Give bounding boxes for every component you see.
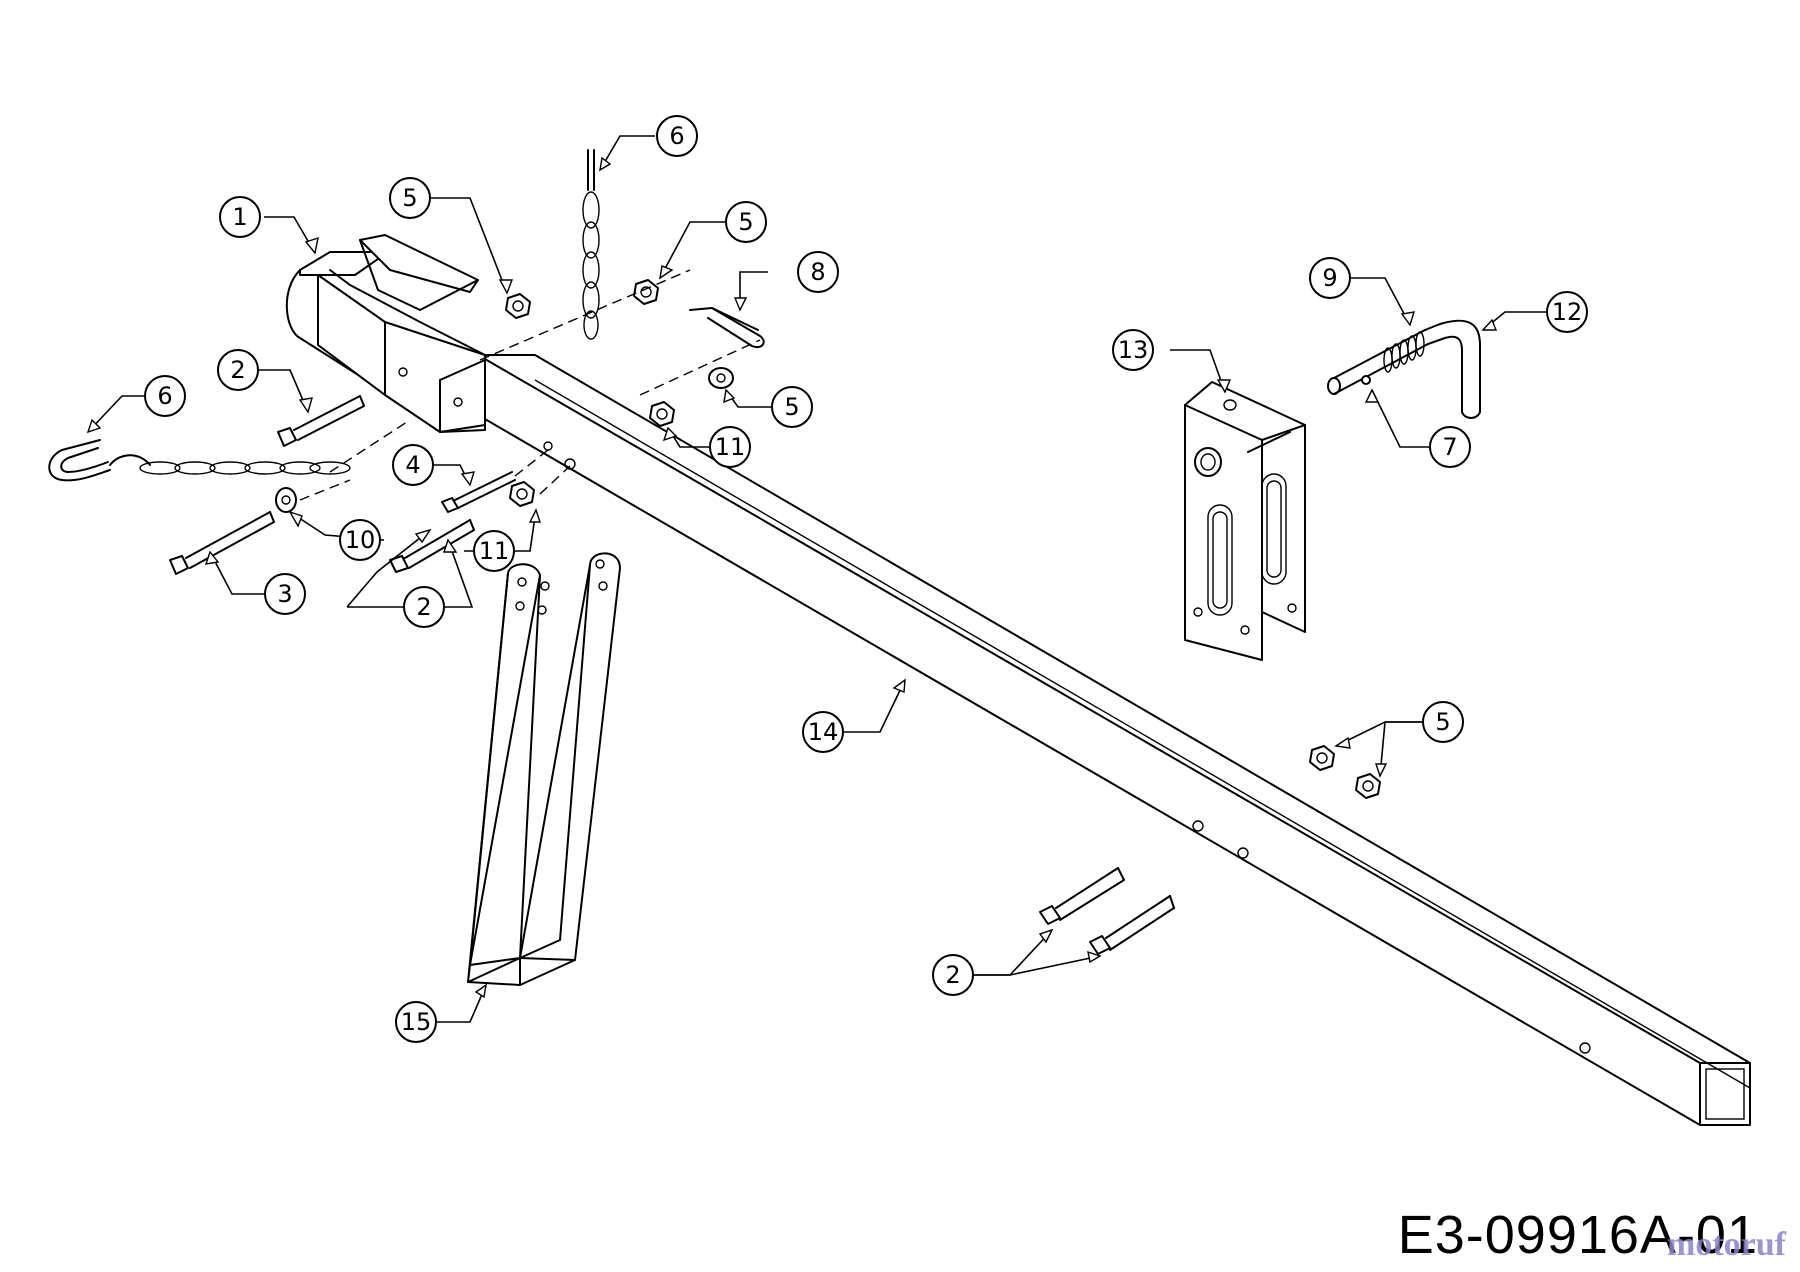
nut-5-upper xyxy=(505,293,531,319)
balloon-6-top: 6 xyxy=(656,115,698,157)
nut-5-lower-a xyxy=(1309,745,1335,771)
leader-lines xyxy=(86,135,1546,1023)
balloon-11-right: 11 xyxy=(709,426,751,468)
mounting-bracket xyxy=(1184,381,1306,661)
svg-text:5: 5 xyxy=(784,393,799,421)
svg-text:5: 5 xyxy=(402,184,417,212)
bolt-2-lower-a xyxy=(1039,867,1125,925)
nut-5-lower-b xyxy=(1355,773,1381,799)
svg-text:8: 8 xyxy=(810,258,825,286)
drawing-reference-code: E3-09916A-01 xyxy=(1397,1205,1758,1265)
balloon-5-lower: 5 xyxy=(1422,701,1464,743)
balloon-11-left: 11 xyxy=(473,530,515,572)
spring-latch-pin xyxy=(1327,319,1481,419)
svg-text:11: 11 xyxy=(479,537,510,565)
safety-chain-top xyxy=(582,149,600,340)
bolt-3 xyxy=(169,511,275,575)
washer-10 xyxy=(275,487,297,513)
balloon-2-middle: 2 xyxy=(403,586,445,628)
svg-text:2: 2 xyxy=(230,356,245,384)
hair-pin xyxy=(689,307,765,348)
balloon-6-left: 6 xyxy=(144,375,186,417)
svg-text:5: 5 xyxy=(738,208,753,236)
balloon-10: 10 xyxy=(339,519,381,561)
bolt-4 xyxy=(441,471,516,513)
svg-text:6: 6 xyxy=(157,382,172,410)
svg-text:14: 14 xyxy=(808,718,839,746)
balloon-9: 9 xyxy=(1309,257,1351,299)
bolt-2-upper xyxy=(277,395,365,447)
balloon-2-lower: 2 xyxy=(932,954,974,996)
jack-stand xyxy=(467,552,621,986)
svg-text:2: 2 xyxy=(416,593,431,621)
bolt-2-middle xyxy=(389,519,475,573)
svg-text:15: 15 xyxy=(401,1008,432,1036)
svg-text:6: 6 xyxy=(669,122,684,150)
svg-text:4: 4 xyxy=(405,451,420,479)
assembly-lines xyxy=(299,269,761,501)
washer-5 xyxy=(708,367,734,389)
balloon-13: 13 xyxy=(1112,329,1154,371)
svg-text:7: 7 xyxy=(1442,433,1457,461)
balloon-12: 12 xyxy=(1546,291,1588,333)
balloon-5-upper-right: 5 xyxy=(725,201,767,243)
balloon-5-middle: 5 xyxy=(771,386,813,428)
balloon-4: 4 xyxy=(392,444,434,486)
balloon-3: 3 xyxy=(264,573,306,615)
nut-5-mid xyxy=(633,279,659,305)
svg-text:5: 5 xyxy=(1435,708,1450,736)
balloon-2-upper: 2 xyxy=(217,349,259,391)
svg-text:2: 2 xyxy=(945,961,960,989)
bolt-2-lower-b xyxy=(1089,895,1175,955)
nut-11-right xyxy=(649,401,675,427)
balloon-8: 8 xyxy=(797,251,839,293)
svg-text:1: 1 xyxy=(232,203,247,231)
svg-text:3: 3 xyxy=(277,580,292,608)
svg-text:9: 9 xyxy=(1322,264,1337,292)
svg-text:12: 12 xyxy=(1552,298,1583,326)
svg-text:11: 11 xyxy=(715,433,746,461)
balloon-7: 7 xyxy=(1429,426,1471,468)
watermark-logo: motoruf xyxy=(1667,1226,1786,1263)
balloon-5-upper-left: 5 xyxy=(389,177,431,219)
nut-11-left xyxy=(509,481,535,507)
drawbar-tube xyxy=(477,354,1751,1126)
hitch-coupler xyxy=(285,234,486,433)
safety-chain-left xyxy=(48,439,351,482)
svg-text:10: 10 xyxy=(345,526,376,554)
svg-text:13: 13 xyxy=(1118,336,1149,364)
balloon-15: 15 xyxy=(395,1001,437,1043)
balloon-14: 14 xyxy=(802,711,844,753)
balloon-1: 1 xyxy=(219,196,261,238)
